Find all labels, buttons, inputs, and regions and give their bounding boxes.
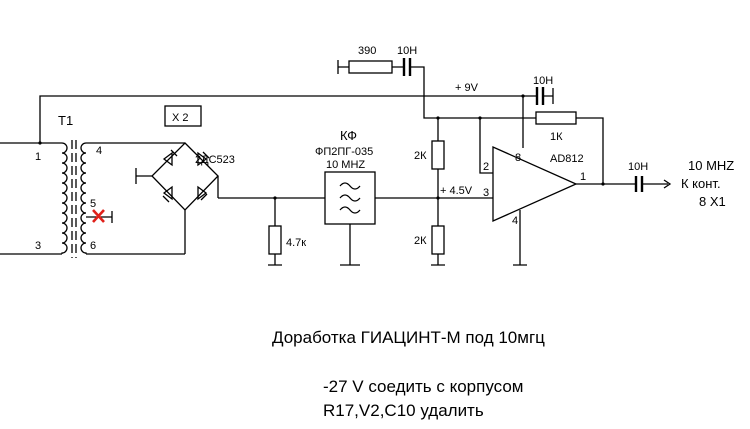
- filter-freq: 10 MHZ: [326, 159, 365, 171]
- opamp-ad812: [438, 111, 672, 266]
- bias-divider: [431, 116, 493, 266]
- output-label-line1: 10 MHZ: [688, 158, 734, 173]
- cap-supply-label: 10Н: [533, 75, 553, 87]
- series-rc: [337, 58, 438, 119]
- removed-mark-icon: [92, 209, 105, 223]
- note-line1: -27 V соедить с корпусом: [323, 377, 523, 396]
- diode-bridge: [135, 142, 275, 254]
- r-bias-top-label: 2К: [414, 150, 427, 162]
- connector-x2-label: X 2: [172, 112, 189, 124]
- supply-rail: [521, 87, 554, 148]
- t1-pin-6: 6: [90, 240, 96, 252]
- crystal-filter: [275, 171, 438, 266]
- output-label-line3: 8 X1: [699, 194, 726, 209]
- transformer-t1: [0, 95, 523, 258]
- r-bias-bot-label: 2К: [414, 235, 427, 247]
- t1-pin-3: 3: [35, 240, 41, 252]
- cap-series-label: 10Н: [397, 45, 417, 57]
- t1-pin-5: 5: [90, 198, 96, 210]
- opamp-pin-3: 3: [483, 187, 489, 199]
- t1-pin-1: 1: [35, 151, 41, 163]
- opamp-pin-8: 8: [515, 152, 521, 164]
- opamp-label: AD812: [550, 153, 584, 165]
- bridge-label: 2ДС523: [195, 154, 235, 166]
- supply-label: + 9V: [455, 82, 479, 94]
- note-title: Доработка ГИАЦИНТ-М под 10мгц: [272, 328, 545, 347]
- cap-output-label: 10Н: [628, 161, 648, 173]
- note-line2: R17,V2,C10 удалить: [323, 401, 484, 420]
- filter-part: ФП2ПГ-035: [315, 146, 373, 158]
- connector-x2-box: [164, 105, 202, 127]
- resistor-390-label: 390: [358, 45, 376, 57]
- opamp-pin-1: 1: [580, 171, 586, 183]
- t1-label: T1: [58, 113, 73, 128]
- resistor-4k7-label: 4.7к: [286, 237, 306, 249]
- opamp-pin-2: 2: [483, 161, 489, 173]
- t1-pin-4: 4: [96, 145, 102, 157]
- filter-name: КФ: [340, 128, 357, 143]
- resistor-4k7: [268, 196, 282, 266]
- r-feedback-label: 1К: [550, 131, 563, 143]
- bias-voltage-label: + 4.5V: [440, 185, 473, 197]
- opamp-pin-4: 4: [512, 215, 518, 227]
- output-label-line2: К конт.: [681, 176, 721, 191]
